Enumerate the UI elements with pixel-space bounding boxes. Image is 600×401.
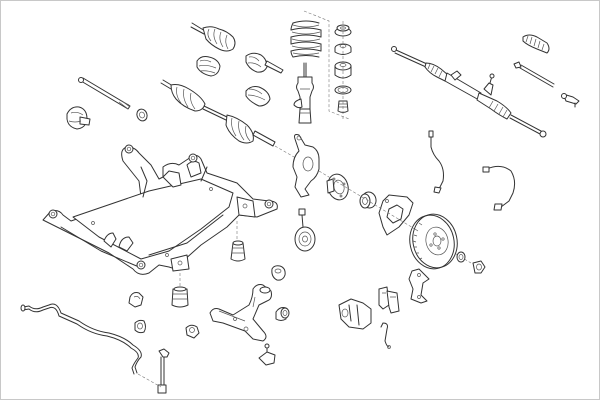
stabilizer-link-front: [78, 77, 131, 110]
control-arm: [209, 284, 272, 342]
subframe: [42, 144, 278, 289]
inner-tie-rod: [513, 61, 555, 88]
hub-assembly-abs: [294, 208, 316, 252]
rack-boot: [522, 34, 550, 54]
subframe-bushing: [171, 240, 286, 308]
tie-rod-end: [561, 93, 580, 108]
caliper-bracket: [408, 268, 430, 304]
hub-nut: [456, 251, 486, 274]
stabilizer-bar: [20, 303, 142, 375]
abs-sensor-2: [482, 165, 516, 211]
cv-boot-small: [196, 56, 221, 77]
brake-caliper: [338, 298, 372, 330]
cv-boot-inner: [245, 86, 271, 107]
pad-spring: [380, 322, 391, 349]
bushing-nut: [136, 108, 148, 122]
wheel-hub: [326, 173, 349, 201]
stabilizer-bushing: [128, 292, 200, 339]
brake-pads: [378, 286, 400, 314]
stabilizer-link: [137, 348, 170, 394]
control-arm-bushing: [275, 307, 290, 321]
cv-joint-outer: [245, 52, 284, 74]
ball-joint: [258, 343, 276, 366]
steering-rack: [391, 46, 547, 138]
splash-shield: [378, 194, 414, 236]
drive-shaft: [160, 79, 302, 162]
engine-mount: [66, 106, 91, 130]
shock-absorber: [293, 62, 314, 124]
wheel-bearing: [359, 191, 377, 209]
steering-knuckle: [292, 134, 320, 198]
axle-shaft-boot-kit: [190, 22, 236, 52]
brake-disc: [409, 213, 458, 270]
strut-mount-stack: [334, 21, 352, 121]
coil-spring: [290, 20, 322, 58]
abs-sensor-1: [428, 130, 444, 194]
strut-dash-guide: [303, 10, 350, 120]
